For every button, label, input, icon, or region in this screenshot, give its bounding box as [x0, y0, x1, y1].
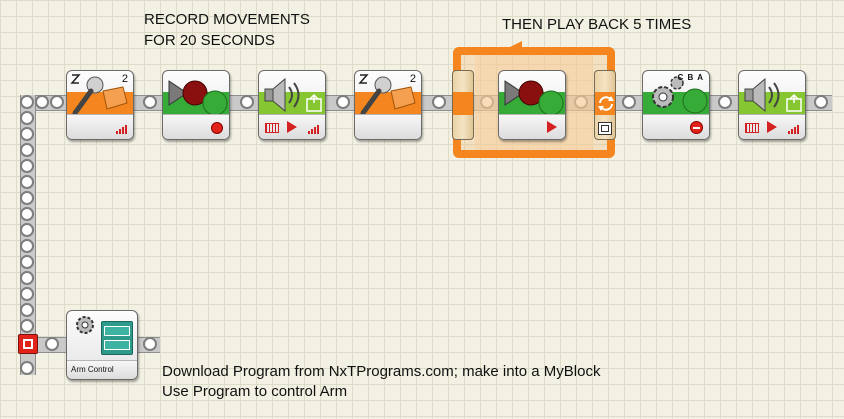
beam-hole — [20, 255, 34, 269]
download-note: Download Program from NxTPrograms.com; m… — [162, 363, 601, 380]
beam-hole — [240, 95, 254, 109]
waveform-icon — [745, 123, 759, 133]
sequence-beam-top — [20, 95, 832, 111]
loop-count-icon — [598, 122, 612, 135]
record-play-icon — [168, 80, 228, 116]
speaker-icon — [264, 77, 322, 113]
sound-sensor-port-2: 2 — [409, 73, 416, 85]
loop-start[interactable] — [452, 70, 474, 140]
play-icon — [767, 121, 777, 133]
start-program-icon[interactable] — [18, 334, 38, 354]
beam-hole — [143, 95, 157, 109]
loop-end[interactable] — [594, 70, 616, 140]
beam-hole — [20, 271, 34, 285]
record-note-line1: RECORD MOVEMENTS — [144, 11, 310, 28]
play-icon — [547, 121, 557, 133]
play-icon — [287, 121, 297, 133]
beam-hole — [20, 303, 34, 317]
beam-hole — [814, 95, 828, 109]
signal-bars-icon — [116, 125, 128, 134]
beam-hole — [20, 361, 34, 375]
record-dot-icon — [211, 122, 223, 134]
beam-hole — [20, 175, 34, 189]
signal-bars-icon — [788, 125, 800, 134]
loop-icon — [598, 96, 614, 111]
sound-block-2[interactable] — [738, 70, 806, 140]
beam-hole — [143, 337, 157, 351]
myblock-panel — [101, 321, 133, 355]
record-note-line2: FOR 20 SECONDS — [144, 32, 275, 49]
beam-hole — [622, 95, 636, 109]
myblock-label: Arm Control — [71, 365, 114, 374]
sound-sensor-block-1[interactable]: 2 — [66, 70, 134, 140]
waveform-icon — [265, 123, 279, 133]
beam-hole — [432, 95, 446, 109]
beam-hole — [336, 95, 350, 109]
microphone-icon — [358, 74, 416, 116]
loop-arrow-icon — [508, 41, 522, 55]
beam-hole — [20, 127, 34, 141]
beam-hole — [20, 111, 34, 125]
motor-stop-block[interactable]: C B A — [642, 70, 710, 140]
arm-control-myblock[interactable]: Arm Control — [66, 310, 138, 380]
beam-hole — [20, 223, 34, 237]
sound-block-1[interactable] — [258, 70, 326, 140]
beam-hole — [20, 143, 34, 157]
beam-hole — [718, 95, 732, 109]
beam-hole — [20, 95, 34, 109]
microphone-icon — [70, 74, 128, 116]
signal-bars-icon — [308, 125, 320, 134]
stop-icon — [690, 121, 703, 134]
beam-hole — [20, 207, 34, 221]
speaker-icon — [744, 77, 802, 113]
beam-hole — [50, 95, 64, 109]
beam-hole — [20, 319, 34, 333]
sound-sensor-block-2[interactable]: 2 — [354, 70, 422, 140]
beam-hole — [20, 287, 34, 301]
gear-icon — [76, 316, 94, 334]
beam-hole — [20, 239, 34, 253]
beam-hole — [20, 159, 34, 173]
record-block[interactable] — [162, 70, 230, 140]
gear-icon — [652, 76, 708, 114]
beam-hole — [35, 95, 49, 109]
sound-sensor-port-1: 2 — [121, 73, 128, 85]
record-play-icon — [504, 80, 564, 116]
beam-hole — [45, 337, 59, 351]
play-block[interactable] — [498, 70, 566, 140]
beam-hole — [20, 191, 34, 205]
motor-ports-label: C B A — [677, 73, 704, 82]
use-note: Use Program to control Arm — [162, 383, 348, 400]
playback-note: THEN PLAY BACK 5 TIMES — [502, 16, 692, 33]
